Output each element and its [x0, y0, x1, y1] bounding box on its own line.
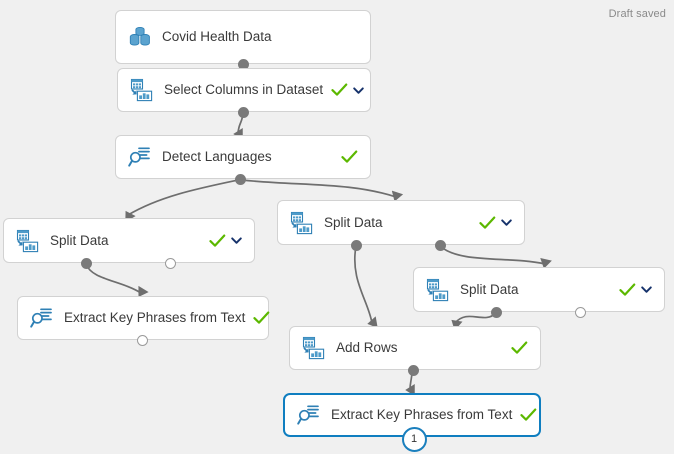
node-label: Split Data: [50, 232, 109, 248]
node-label: Detect Languages: [162, 149, 272, 165]
database-cylinders-icon: [127, 24, 153, 50]
data-transform-icon: [301, 335, 327, 361]
node-split-data-right[interactable]: Split Data: [413, 267, 665, 312]
text-analytics-icon: [29, 305, 55, 331]
node-status-group: [253, 311, 270, 325]
output-port-detect-languages-0[interactable]: [234, 173, 246, 185]
edge-splitright-to-addrows: [451, 312, 497, 331]
edge-splitmiddle-to-splitright: [439, 245, 552, 269]
node-status-group: [341, 150, 358, 164]
node-add-rows[interactable]: Add Rows: [289, 326, 541, 370]
output-port-split-data-left-0[interactable]: [80, 257, 92, 269]
node-status-group: [331, 83, 364, 97]
edge-splitleft-to-extractleft: [85, 263, 149, 298]
text-analytics-icon: [127, 144, 153, 170]
node-label: Add Rows: [336, 340, 398, 356]
node-split-data-left[interactable]: Split Data: [3, 218, 255, 263]
output-port-select-columns-in-dataset-0[interactable]: [237, 106, 249, 118]
node-detect-languages[interactable]: Detect Languages: [115, 135, 371, 179]
chevron-down-icon[interactable]: [641, 285, 652, 294]
node-extract-key-phrases-left[interactable]: Extract Key Phrases from Text: [17, 296, 270, 340]
data-transform-icon: [425, 277, 451, 303]
node-status-group: [511, 341, 528, 355]
node-status-group: [520, 408, 537, 422]
check-icon: [209, 234, 226, 248]
edge-splitmiddle-to-addrows: [354, 245, 378, 329]
data-transform-icon: [289, 210, 315, 236]
chevron-down-icon[interactable]: [501, 218, 512, 227]
node-label: Covid Health Data: [162, 29, 272, 45]
node-select-columns-in-dataset[interactable]: Select Columns in Dataset: [117, 68, 371, 112]
node-status-group: [479, 216, 512, 230]
chevron-down-icon[interactable]: [353, 86, 364, 95]
check-icon: [331, 83, 348, 97]
node-status-group: [619, 283, 652, 297]
draft-saved-status: Draft saved: [608, 8, 666, 20]
node-status-group: [209, 234, 242, 248]
node-label: Select Columns in Dataset: [164, 82, 324, 98]
output-port-split-data-right-1[interactable]: [574, 306, 586, 318]
check-icon: [479, 216, 496, 230]
text-analytics-icon: [296, 402, 322, 428]
check-icon: [253, 311, 270, 325]
node-label: Split Data: [324, 214, 383, 230]
node-covid-health-data[interactable]: Covid Health Data: [115, 10, 371, 64]
node-label: Extract Key Phrases from Text: [64, 310, 246, 326]
node-split-data-middle[interactable]: Split Data: [277, 200, 525, 245]
check-icon: [341, 150, 358, 164]
check-icon: [511, 341, 528, 355]
output-port-split-data-left-1[interactable]: [164, 257, 176, 269]
node-badge[interactable]: 1: [401, 427, 427, 452]
output-port-add-rows-0[interactable]: [407, 364, 419, 376]
output-port-split-data-right-0[interactable]: [490, 306, 502, 318]
edge-detect-to-split-left: [125, 179, 239, 223]
check-icon: [520, 408, 537, 422]
output-port-split-data-middle-0[interactable]: [350, 239, 362, 251]
data-transform-icon: [15, 228, 41, 254]
node-label: Split Data: [460, 281, 519, 297]
chevron-down-icon[interactable]: [231, 236, 242, 245]
output-port-extract-key-phrases-left-0[interactable]: [136, 334, 148, 346]
edge-detect-to-split-middle: [241, 179, 404, 202]
data-transform-icon: [129, 77, 155, 103]
check-icon: [619, 283, 636, 297]
node-label: Extract Key Phrases from Text: [331, 407, 513, 423]
node-extract-key-phrases-selected[interactable]: Extract Key Phrases from Text: [283, 393, 541, 437]
output-port-split-data-middle-1[interactable]: [434, 239, 446, 251]
